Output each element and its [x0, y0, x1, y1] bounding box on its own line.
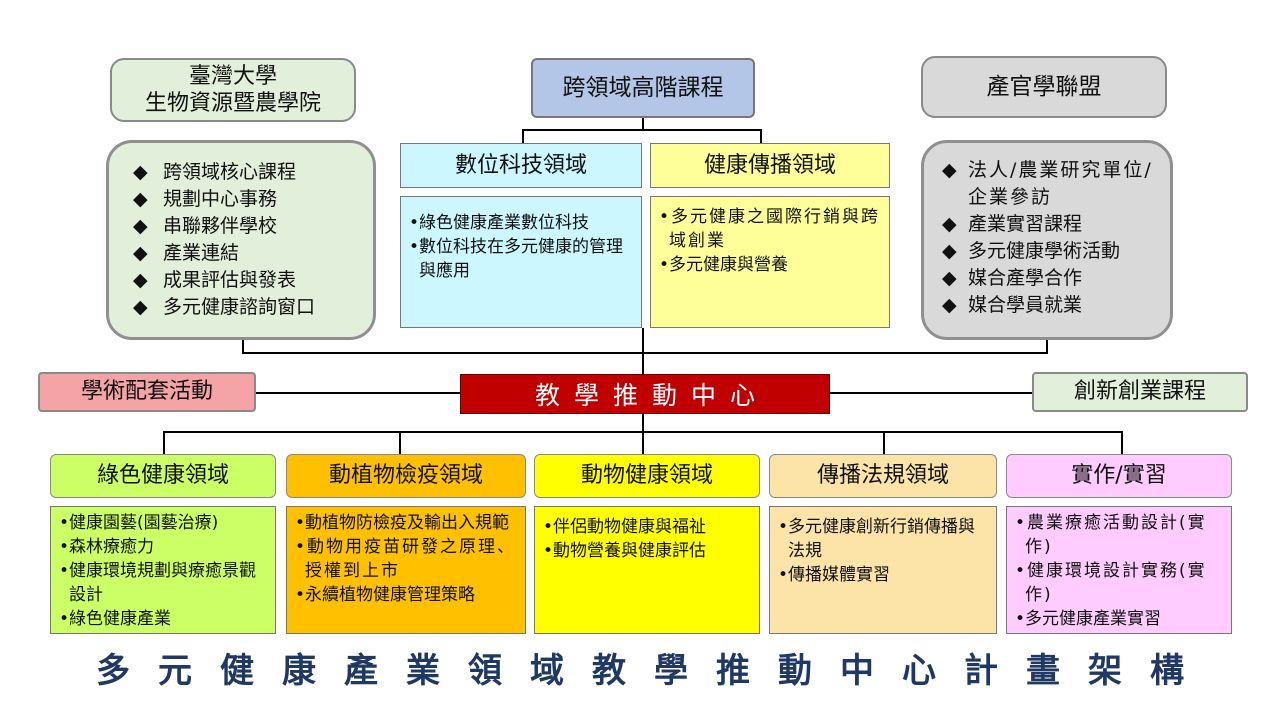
advanced-course-box: 跨領域高階課程: [531, 58, 755, 118]
college-box: 臺灣大學 生物資源暨農學院: [110, 58, 356, 122]
diamond-bullet-icon: ◆: [942, 213, 957, 235]
list-item: ◆串聯夥伴學校: [133, 213, 355, 240]
diamond-bullet-icon: ◆: [133, 188, 148, 210]
comm-domain-header: 健康傳播領域: [650, 143, 890, 188]
connector: [760, 129, 762, 143]
list-item: •森林療癒力: [59, 537, 155, 557]
green-health-domain-items: •健康園藝(園藝治療) •森林療癒力 •健康環境規劃與療癒景觀設計 •綠色健康產…: [50, 506, 276, 634]
list-item: ◆多元健康諮詢窗口: [133, 294, 355, 321]
alliance-title: 產官學聯盟: [986, 73, 1102, 100]
diamond-bullet-icon: ◆: [942, 267, 957, 289]
list-item: •健康環境規劃與療癒景觀設計: [59, 561, 257, 605]
green-health-domain-header: 綠色健康領域: [50, 454, 276, 498]
list-item: ◆法人/農業研究單位/企業參訪: [942, 157, 1156, 211]
diamond-bullet-icon: ◆: [942, 159, 957, 181]
page-title: 多元健康產業領域教學推動中心計畫架構: [96, 651, 1212, 691]
list-item: •多元健康與營養: [659, 255, 789, 275]
diamond-bullet-icon: ◆: [133, 215, 148, 237]
diamond-bullet-icon: ◆: [942, 294, 957, 316]
practice-domain-header: 實作/實習: [1006, 454, 1232, 498]
comm-law-domain-header: 傳播法規領域: [769, 454, 997, 498]
list-item: •綠色健康產業數位科技: [409, 213, 590, 233]
connector: [830, 392, 1032, 394]
list-item: ◆跨領域核心課程: [133, 159, 355, 186]
list-item: ◆媒合產學合作: [942, 265, 1156, 292]
connector: [242, 352, 1048, 354]
college-name-line2: 生物資源暨農學院: [144, 91, 321, 116]
list-item: •多元健康產業實習: [1015, 609, 1162, 629]
list-item: ◆多元健康學術活動: [942, 238, 1156, 265]
list-item: ◆成果評估與發表: [133, 267, 355, 294]
teaching-center-box: 教學推動中心: [460, 374, 830, 414]
list-item: •健康環境設計實務(實作): [1015, 561, 1207, 605]
animal-health-domain-items: •伴侶動物健康與福祉 •動物營養與健康評估: [534, 506, 760, 634]
list-item: ◆產業實習課程: [942, 211, 1156, 238]
alliance-box: 產官學聯盟: [921, 56, 1167, 118]
comm-law-domain-items: •多元健康創新行銷傳播與法規 •傳播媒體實習: [769, 506, 997, 634]
connector: [399, 431, 401, 455]
list-item: ◆產業連結: [133, 240, 355, 267]
quarantine-domain-items: •動植物防檢疫及輸出入規範 •動物用疫苗研發之原理、授權到上市 •永續植物健康管…: [286, 506, 526, 634]
connector: [642, 118, 644, 130]
connector: [522, 129, 524, 143]
connector: [163, 431, 165, 455]
connector: [242, 340, 244, 354]
animal-health-domain-header: 動物健康領域: [534, 454, 760, 498]
list-item: •綠色健康產業: [59, 609, 172, 629]
college-name-line1: 臺灣大學: [188, 64, 277, 89]
connector: [256, 392, 460, 394]
list-item: •永續植物健康管理策略: [295, 585, 476, 605]
alliance-tasks-panel: ◆法人/農業研究單位/企業參訪 ◆產業實習課程 ◆多元健康學術活動 ◆媒合產學合…: [921, 140, 1173, 340]
diamond-bullet-icon: ◆: [133, 269, 148, 291]
quarantine-domain-header: 動植物檢疫領域: [286, 454, 526, 498]
list-item: •動物用疫苗研發之原理、授權到上市: [295, 537, 517, 581]
list-item: •伴侶動物健康與福祉: [543, 517, 707, 537]
comm-domain-items: •多元健康之國際行銷與跨域創業 •多元健康與營養: [650, 196, 890, 328]
list-item: •動植物防檢疫及輸出入規範: [295, 513, 510, 533]
list-item: •數位科技在多元健康的管理與應用: [409, 237, 624, 281]
advanced-course-title: 跨領域高階課程: [562, 74, 724, 101]
connector: [642, 431, 644, 455]
diamond-bullet-icon: ◆: [133, 161, 148, 183]
list-item: •多元健康創新行銷傳播與法規: [778, 517, 976, 561]
diamond-bullet-icon: ◆: [942, 240, 957, 262]
list-item: ◆媒合學員就業: [942, 292, 1156, 319]
list-item: •農業療癒活動設計(實作): [1015, 513, 1207, 557]
diamond-bullet-icon: ◆: [133, 242, 148, 264]
list-item: •動物營養與健康評估: [543, 541, 707, 561]
connector: [642, 414, 644, 432]
academic-activities-box: 學術配套活動: [38, 372, 256, 412]
innovation-course-box: 創新創業課程: [1032, 372, 1248, 412]
connector: [522, 129, 762, 131]
connector: [642, 328, 644, 374]
diamond-bullet-icon: ◆: [133, 296, 148, 318]
connector: [883, 431, 885, 455]
college-tasks-panel: ◆跨領域核心課程 ◆規劃中心事務 ◆串聯夥伴學校 ◆產業連結 ◆成果評估與發表 …: [106, 140, 376, 340]
digital-domain-header: 數位科技領域: [400, 143, 642, 188]
connector: [1121, 431, 1123, 455]
list-item: ◆規劃中心事務: [133, 186, 355, 213]
list-item: •健康園藝(園藝治療): [59, 513, 219, 533]
practice-domain-items: •農業療癒活動設計(實作) •健康環境設計實務(實作) •多元健康產業實習: [1006, 506, 1232, 634]
digital-domain-items: •綠色健康產業數位科技 •數位科技在多元健康的管理與應用: [400, 196, 642, 328]
teaching-center-title: 教學推動中心: [534, 381, 769, 410]
list-item: •傳播媒體實習: [778, 565, 891, 585]
connector: [1046, 340, 1048, 354]
list-item: •多元健康之國際行銷與跨域創業: [659, 207, 881, 251]
